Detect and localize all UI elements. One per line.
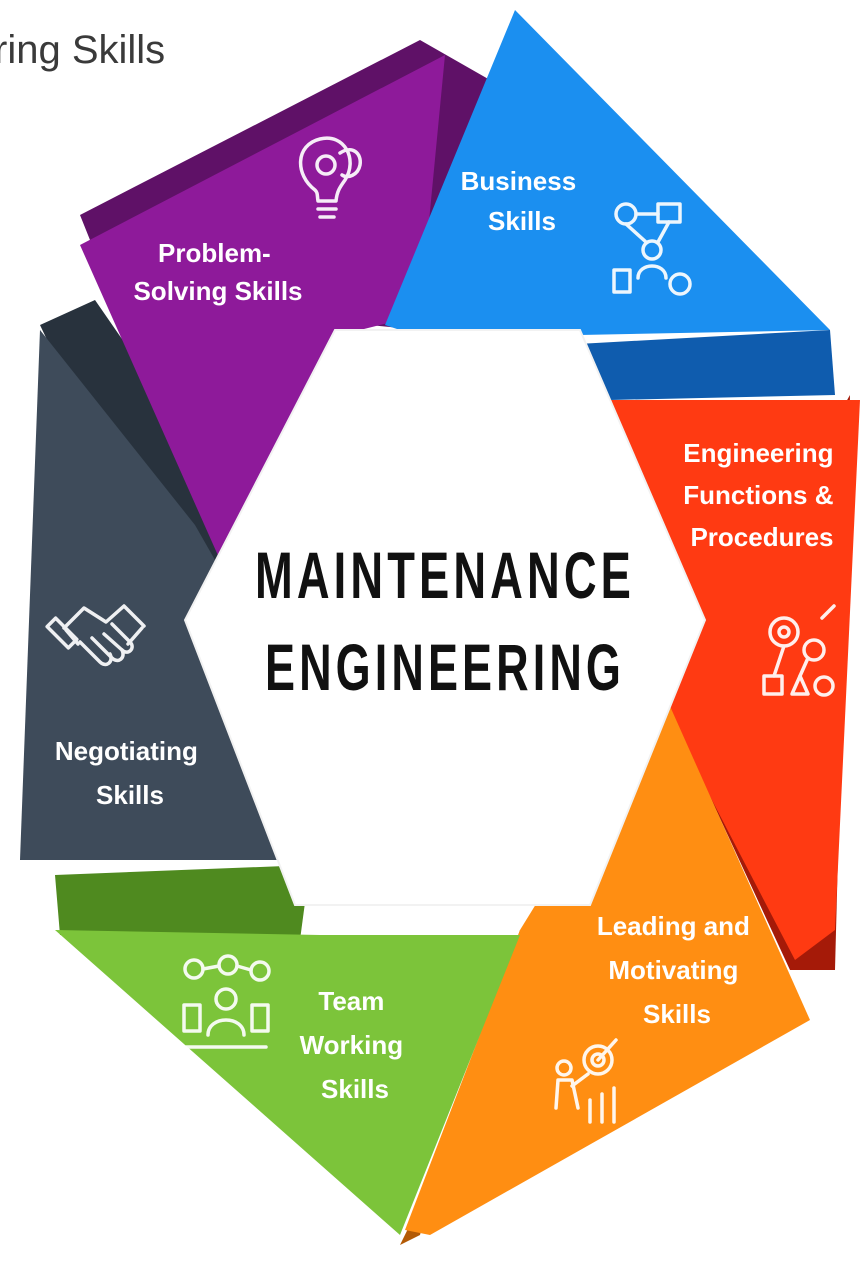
- business-network-icon: [612, 202, 692, 296]
- label-leading: Leading and Motivating Skills: [597, 911, 757, 1029]
- handshake-icon: [45, 604, 146, 667]
- label-engineering-line1: Engineering: [683, 438, 833, 468]
- label-negotiating-line1: Negotiating: [55, 736, 198, 766]
- label-business-line1: Business: [461, 166, 577, 196]
- label-team-line3: Skills: [321, 1074, 389, 1104]
- label-problem-solving: Problem- Solving Skills: [133, 238, 302, 306]
- segment-problem-solving: [80, 55, 445, 560]
- label-problem-solving-line1: Problem-: [158, 238, 271, 268]
- label-engineering-line2: Functions &: [683, 480, 833, 510]
- label-engineering-line3: Procedures: [690, 522, 833, 552]
- label-team-line1: Team: [318, 986, 384, 1016]
- label-leading-line1: Leading and: [597, 911, 750, 941]
- process-gears-icon: [762, 604, 836, 697]
- label-negotiating: Negotiating Skills: [55, 736, 205, 810]
- label-problem-solving-line2: Solving Skills: [133, 276, 302, 306]
- bulb-gear-icon: [298, 136, 362, 219]
- label-engineering: Engineering Functions & Procedures: [683, 438, 840, 552]
- segment-shade-team: [55, 865, 310, 940]
- segment-negotiating: [20, 330, 290, 860]
- label-negotiating-line2: Skills: [96, 780, 164, 810]
- label-business-line2: Skills: [488, 206, 556, 236]
- label-team: Team Working Skills: [300, 986, 411, 1104]
- label-leading-line3: Skills: [643, 999, 711, 1029]
- segment-leading: [405, 695, 810, 1235]
- center-title-line1: MAINTENANCE: [255, 538, 635, 612]
- leader-target-icon: [554, 1038, 618, 1124]
- segment-team: [55, 930, 520, 1235]
- center-title-line2: ENGINEERING: [265, 630, 625, 704]
- label-team-line2: Working: [300, 1030, 404, 1060]
- segment-business: [385, 10, 830, 400]
- page-title: ring Skills: [0, 28, 166, 72]
- center-hexagon: [183, 329, 707, 906]
- label-business: Business Skills: [461, 166, 584, 236]
- team-group-icon: [182, 954, 271, 1049]
- label-leading-line2: Motivating: [608, 955, 738, 985]
- segment-engineering: [610, 400, 860, 960]
- segment-shade-business: [560, 330, 835, 400]
